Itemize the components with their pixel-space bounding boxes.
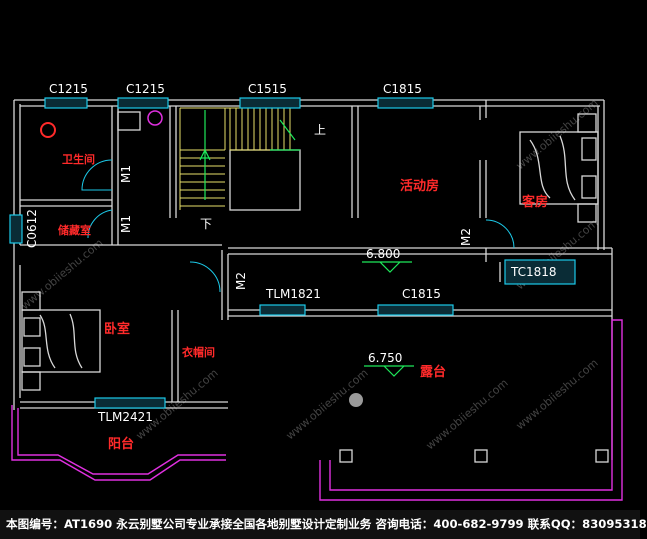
level-markers: 6.800 6.750	[362, 247, 414, 377]
floor-plan-canvas: www.obiieshu.com www.obiieshu.com www.ob…	[9, 82, 623, 501]
window-label-c1515: C1515	[248, 82, 287, 96]
room-label-activity: 活动房	[400, 178, 439, 194]
window-label-c1815-mid: C1815	[402, 287, 441, 301]
window-label-tc1818: TC1818	[510, 265, 557, 279]
room-label-bathroom: 卫生间	[62, 152, 95, 166]
svg-text:www.obiieshu.com: www.obiieshu.com	[424, 376, 511, 452]
window-label-c1215-b: C1215	[126, 82, 165, 96]
room-label-storage: 储藏室	[58, 223, 91, 237]
stair	[179, 107, 301, 211]
door-label-m2-b: M2	[234, 272, 248, 290]
door-labels: M1 M1 M2 M2	[119, 165, 473, 290]
door-label-m2-a: M2	[459, 228, 473, 246]
stair-down-label: 下	[200, 217, 212, 231]
svg-text:www.obiieshu.com: www.obiieshu.com	[514, 356, 601, 432]
room-label-closet: 衣帽间	[182, 345, 215, 359]
level-floor-label: 6.800	[366, 247, 400, 261]
door-label-m1-b: M1	[119, 215, 133, 233]
railings	[11, 319, 623, 501]
room-labels: 卫生间 储藏室 活动房 客房 卧室 衣帽间 露台 阳台	[58, 152, 548, 452]
window-label-c1815-top: C1815	[383, 82, 422, 96]
doors	[81, 159, 515, 293]
interior-walls	[20, 106, 501, 402]
windows	[9, 97, 576, 409]
room-label-terrace: 露台	[420, 364, 446, 380]
floor-plan-drawing: www.obiieshu.com www.obiieshu.com www.ob…	[9, 82, 623, 501]
room-label-guest: 客房	[522, 194, 548, 210]
room-label-bedroom: 卧室	[104, 321, 130, 337]
door-label-m1-a: M1	[119, 165, 133, 183]
svg-text:www.obiieshu.com: www.obiieshu.com	[514, 96, 601, 172]
window-label-tlm2421: TLM2421	[97, 410, 153, 424]
footer-info-bar: 本图编号：AT1690 永云别墅公司专业承接全国各地别墅设计定制业务 咨询电话：…	[0, 510, 647, 539]
furniture	[21, 110, 599, 407]
stair-up-label: 上	[314, 123, 326, 137]
window-labels: C1215 C1215 C1515 C1815 C0612 C1815 TC18…	[25, 82, 557, 424]
level-terrace-label: 6.750	[368, 351, 402, 365]
window-label-c0612: C0612	[25, 209, 39, 248]
window-label-c1215-a: C1215	[49, 82, 88, 96]
window-label-tlm1821: TLM1821	[265, 287, 321, 301]
room-label-balcony: 阳台	[108, 436, 134, 452]
